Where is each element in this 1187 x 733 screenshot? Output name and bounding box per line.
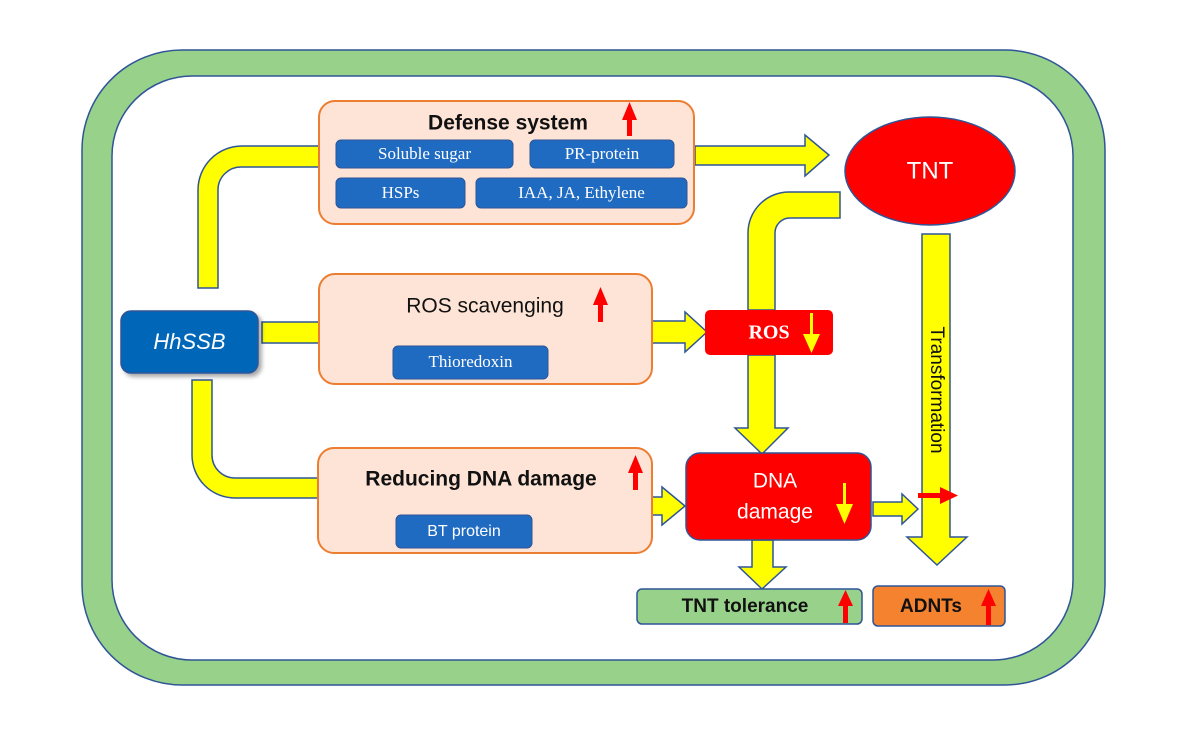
down-arrow-icon bbox=[836, 483, 853, 524]
tnt-label: TNT bbox=[907, 157, 954, 184]
svg-text:IAA, JA, Ethylene: IAA, JA, Ethylene bbox=[518, 183, 645, 202]
defense-system-box: Defense system Soluble sugar PR-protein … bbox=[318, 100, 695, 225]
transformation-label: Transformation bbox=[926, 326, 947, 453]
arrow-defense-to-tnt bbox=[694, 133, 831, 178]
adnts-node: ADNTs bbox=[872, 585, 1006, 627]
ros-node: ROS bbox=[705, 310, 833, 355]
svg-text:HSPs: HSPs bbox=[382, 183, 420, 202]
transformation-increase-icon bbox=[918, 487, 958, 504]
dna-damage-label-line2: damage bbox=[737, 501, 813, 524]
pipe-hhssb-to-ros-scavenging bbox=[261, 321, 321, 344]
arrow-ros-scavenging-to-ros bbox=[651, 310, 709, 354]
up-arrow-icon bbox=[628, 455, 643, 490]
up-arrow-icon bbox=[981, 589, 996, 625]
svg-text:BT protein: BT protein bbox=[427, 523, 501, 540]
arrow-dna-damage-to-tnt-tolerance bbox=[737, 539, 788, 591]
arrow-dna-damage-to-transformation bbox=[872, 492, 920, 526]
pipe-hhssb-to-reducing-dna bbox=[191, 379, 321, 499]
tnt-node: TNT bbox=[844, 116, 1016, 226]
up-arrow-icon bbox=[838, 590, 853, 623]
arrow-ros-to-dna-damage bbox=[733, 354, 790, 456]
ros-label: ROS bbox=[748, 322, 789, 344]
up-arrow-icon bbox=[622, 102, 637, 136]
chip-iaa-ja-ethylene: IAA, JA, Ethylene bbox=[475, 177, 688, 209]
ros-scavenging-box: ROS scavenging Thioredoxin bbox=[318, 273, 653, 385]
pipe-tnt-to-ros bbox=[747, 191, 841, 311]
chip-soluble-sugar: Soluble sugar bbox=[335, 139, 514, 169]
dna-damage-label-line1: DNA bbox=[753, 470, 797, 493]
reducing-dna-damage-box: Reducing DNA damage BT protein bbox=[317, 447, 653, 554]
chip-bt-protein: BT protein bbox=[395, 514, 533, 549]
adnts-label: ADNTs bbox=[900, 596, 962, 617]
reducing-dna-damage-title: Reducing DNA damage bbox=[365, 468, 596, 491]
arrow-transformation bbox=[905, 233, 969, 567]
chip-thioredoxin: Thioredoxin bbox=[392, 345, 549, 380]
svg-text:Thioredoxin: Thioredoxin bbox=[428, 352, 513, 371]
down-arrow-icon bbox=[803, 313, 820, 353]
pipe-hhssb-to-defense bbox=[197, 145, 321, 289]
svg-text:Soluble sugar: Soluble sugar bbox=[378, 144, 471, 163]
chip-hsps: HSPs bbox=[335, 177, 466, 209]
dna-damage-node: DNA damage bbox=[685, 452, 872, 541]
hhssb-label: HhSSB bbox=[153, 329, 225, 354]
svg-text:PR-protein: PR-protein bbox=[565, 144, 640, 163]
defense-system-title: Defense system bbox=[428, 112, 588, 135]
hhssb-node: HhSSB bbox=[120, 310, 259, 374]
tnt-tolerance-label: TNT tolerance bbox=[682, 596, 809, 617]
ros-scavenging-title: ROS scavenging bbox=[406, 295, 564, 318]
chip-pr-protein: PR-protein bbox=[529, 139, 675, 169]
arrow-reducing-dna-to-dna-damage bbox=[651, 485, 687, 527]
cell-wall bbox=[81, 49, 1106, 686]
tnt-tolerance-node: TNT tolerance bbox=[636, 588, 863, 625]
up-arrow-icon bbox=[593, 287, 608, 322]
